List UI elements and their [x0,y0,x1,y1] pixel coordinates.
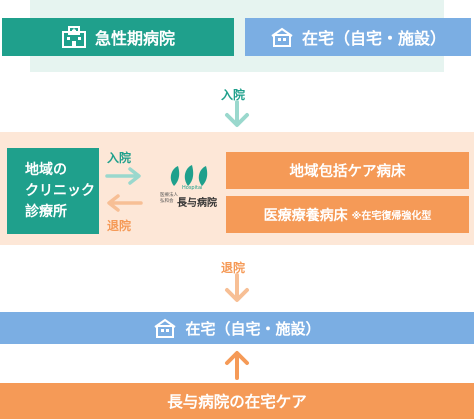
house-icon [271,27,293,47]
clinic-box: 地域の クリニック 診療所 [7,148,99,234]
home-care-box-top: 在宅（自宅・施設） [245,18,471,56]
house-icon [154,318,177,338]
home-care-box-bottom: 在宅（自宅・施設） [0,312,474,344]
hospital-icon [61,26,86,48]
up-arrow-orange-icon [225,351,249,380]
discharge-label-mid: 退院 [107,219,132,233]
logo-name: 長与病院 [177,198,217,209]
down-arrow-teal-icon [225,100,249,127]
clinic-label: 地域の クリニック 診療所 [25,161,95,220]
down-arrow-orange-icon [225,273,249,302]
logo-hospital-word: Hospital [182,185,203,191]
nagayo-hospital-logo: Hospital 医療法人 弘和会 長与病院 [160,165,220,215]
community-care-ward-label: 地域包括ケア病床 [289,164,406,180]
medical-care-ward-note: ※在宅復帰強化型 [351,211,432,222]
acute-hospital-label: 急性期病院 [94,29,175,48]
medical-care-ward-box: 医療療養病床 ※在宅復帰強化型 [226,196,469,233]
logo-small-text-1: 医療法人 [160,193,178,198]
logo-small-text-2: 弘和会 [160,199,174,204]
leaf-logo-icon [170,165,208,186]
admission-arrow-label: 入院 [221,88,246,102]
medical-care-ward-label: 医療療養病床 [263,207,348,224]
home-care-label-top: 在宅（自宅・施設） [301,29,446,48]
home-care-label-bottom: 在宅（自宅・施設） [185,319,321,338]
left-arrow-icon [107,194,143,212]
admit-label: 入院 [107,151,132,165]
home-care-footer-box: 長与病院の在宅ケア [0,383,474,419]
home-care-footer-label: 長与病院の在宅ケア [167,393,307,411]
discharge-arrow-label: 退院 [221,261,246,275]
right-arrow-icon [105,167,141,185]
acute-hospital-box: 急性期病院 [2,18,234,56]
community-care-ward-box: 地域包括ケア病床 [226,152,469,189]
